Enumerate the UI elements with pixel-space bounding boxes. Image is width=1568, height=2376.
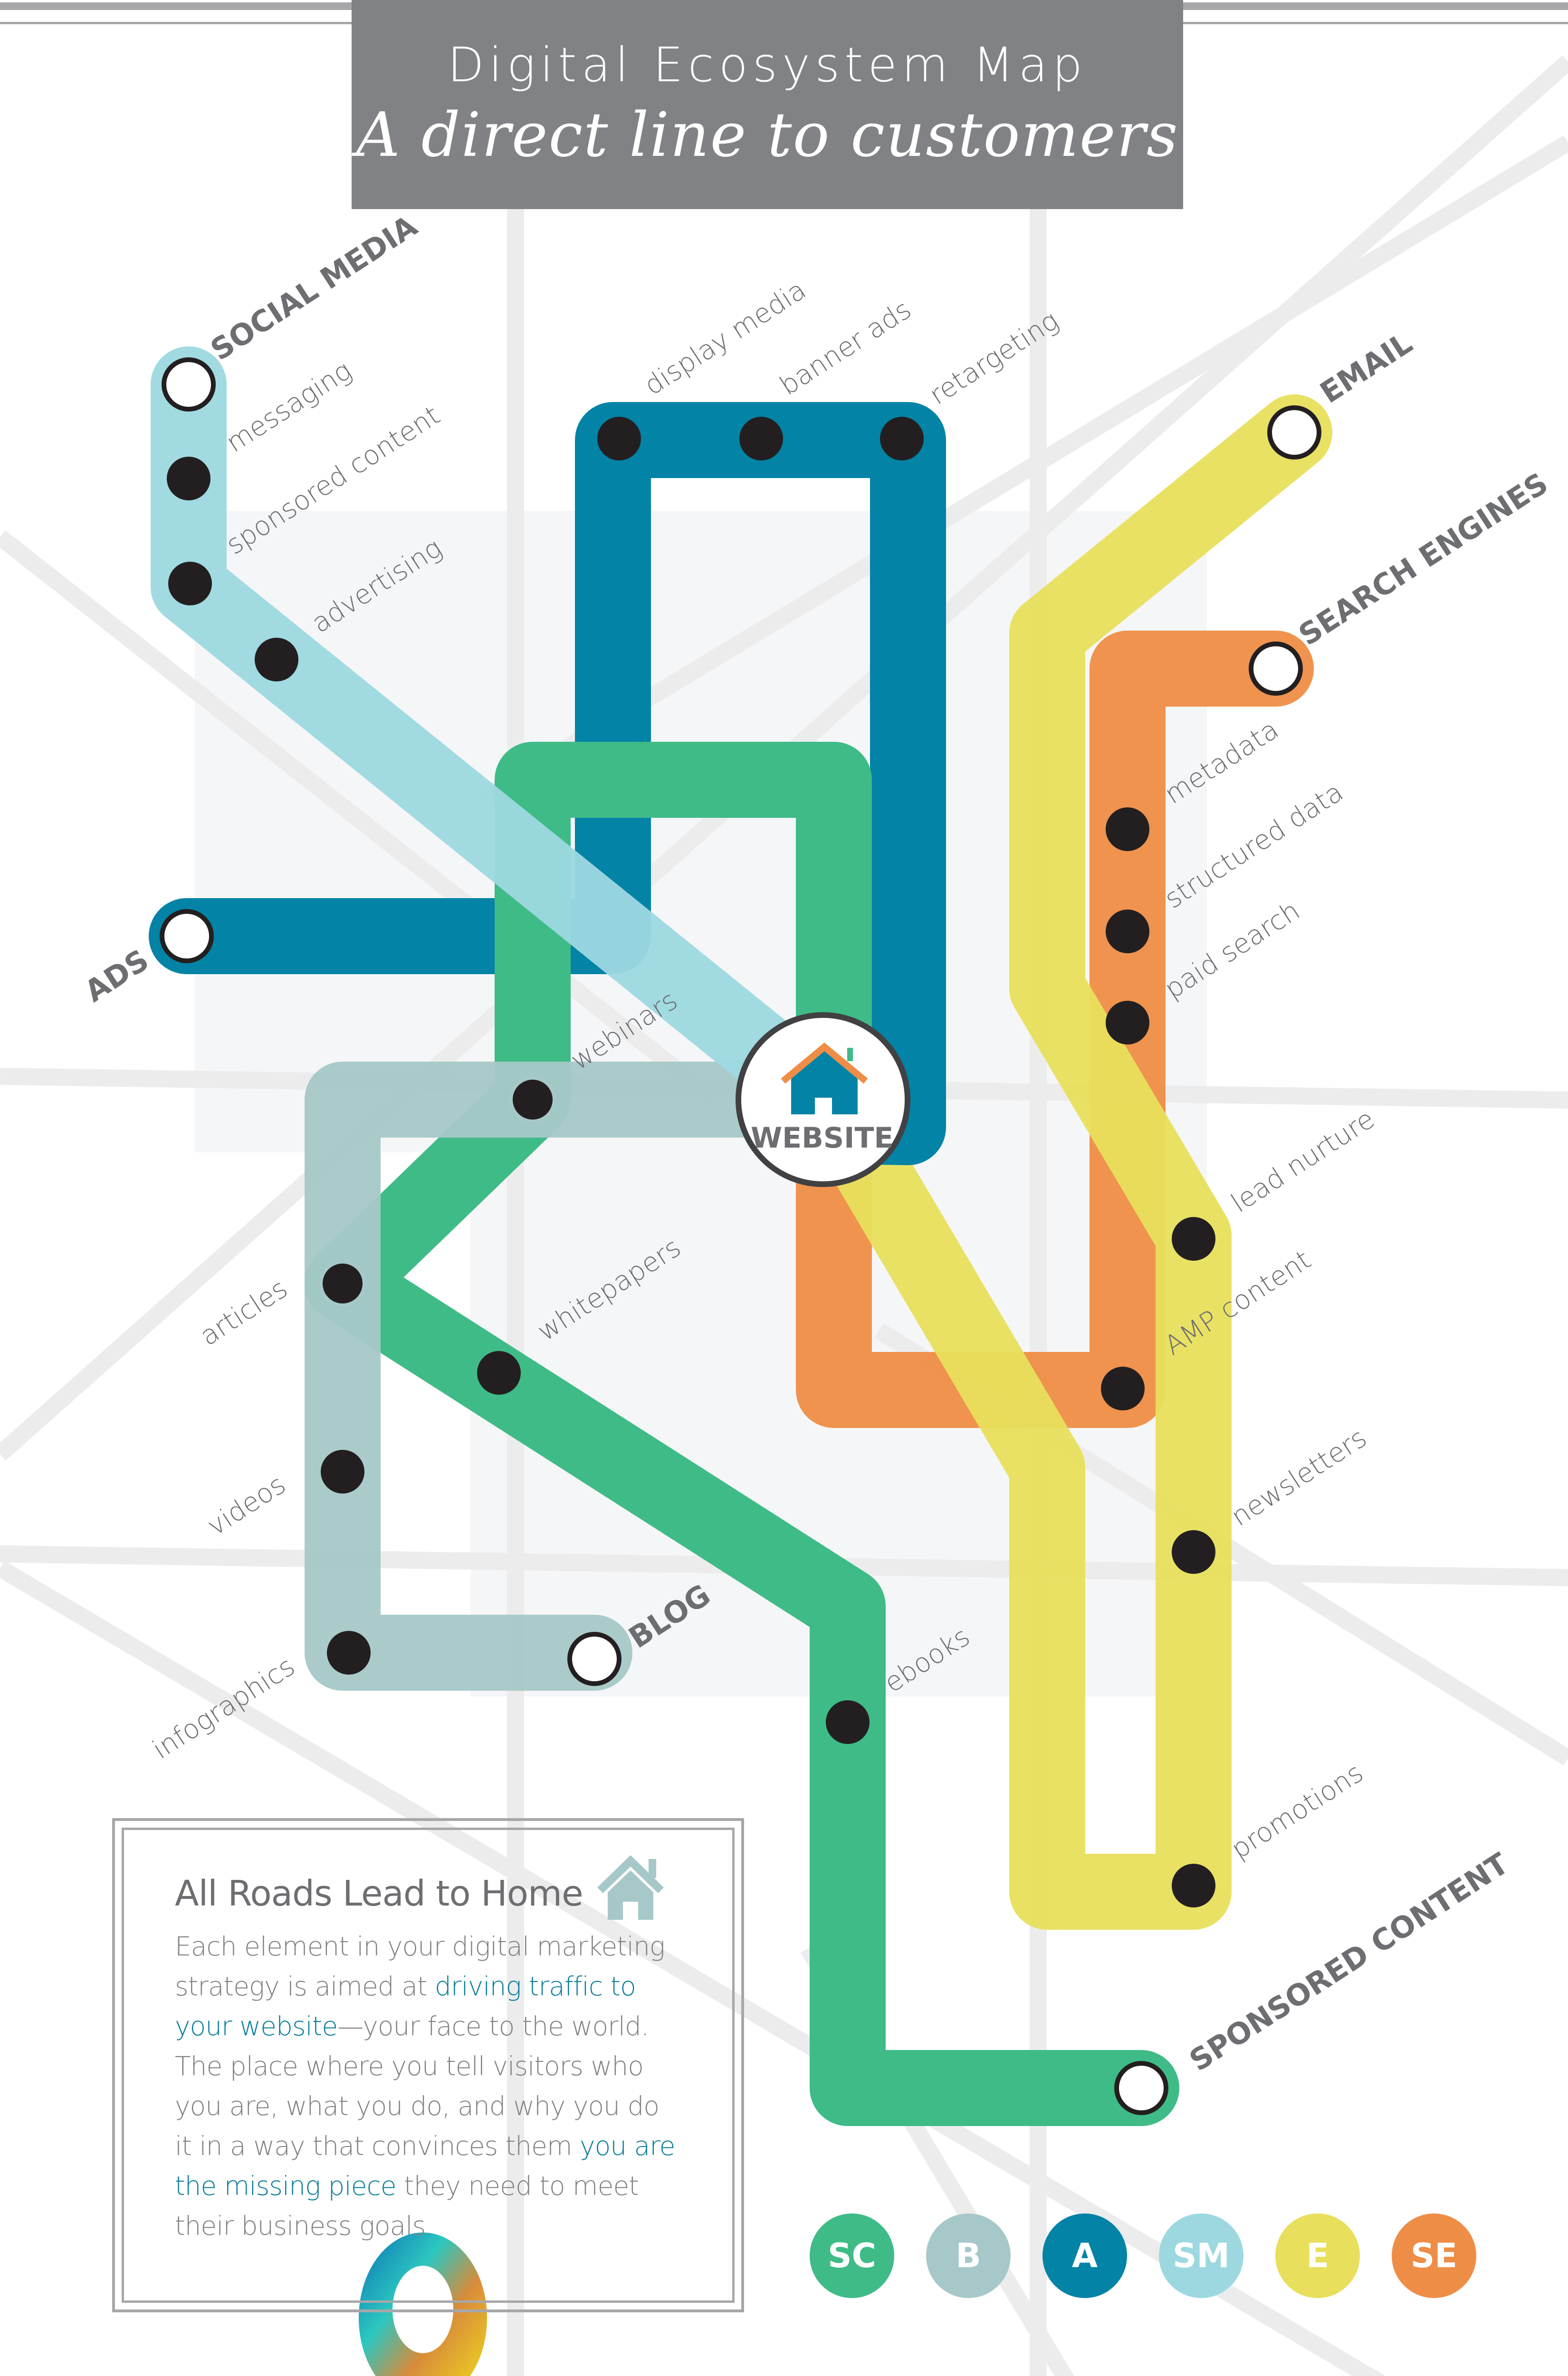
line-blog: [305, 1062, 861, 1691]
legend-b: B: [926, 2213, 1011, 2298]
legend-e: E: [1275, 2213, 1360, 2298]
info-body-text-3: they need to meet their business goals.: [175, 2171, 639, 2241]
brand-ring-logo: [359, 2232, 487, 2376]
title-banner: Digital Ecosystem Map A direct line to c…: [352, 0, 1183, 209]
hub-label: WEBSITE: [751, 1121, 894, 1155]
info-body-highlight-1: driving traffic to your website: [175, 1971, 636, 2041]
stop-dots: [167, 417, 1215, 1907]
legend-sm: SM: [1159, 2213, 1243, 2298]
legend-sc: SC: [810, 2213, 894, 2298]
info-box: All Roads Lead to Home Each element in y…: [112, 1818, 744, 2312]
info-body-text-1: Each element in your digital marketing s…: [175, 1931, 665, 2002]
line-legend: SC B A SM E SE: [810, 2213, 1476, 2298]
info-body-text-2: —your face to the world. The place where…: [175, 2011, 660, 2161]
website-hub: [736, 1012, 910, 1187]
legend-se: SE: [1392, 2213, 1476, 2298]
info-box-inner-border: [122, 1828, 735, 2303]
terminal-stations: [160, 357, 1321, 2115]
page-title: Digital Ecosystem Map: [447, 37, 1088, 93]
page-subtitle: A direct line to customers: [356, 100, 1179, 171]
house-icon: [597, 1855, 664, 1920]
legend-a: A: [1042, 2213, 1127, 2298]
info-body-highlight-2: you are the missing piece: [175, 2131, 676, 2201]
line-sponsored-content: [305, 742, 1179, 2126]
info-title: All Roads Lead to Home: [175, 1873, 583, 1914]
info-body: Each element in your digital marketing s…: [175, 1926, 679, 2246]
